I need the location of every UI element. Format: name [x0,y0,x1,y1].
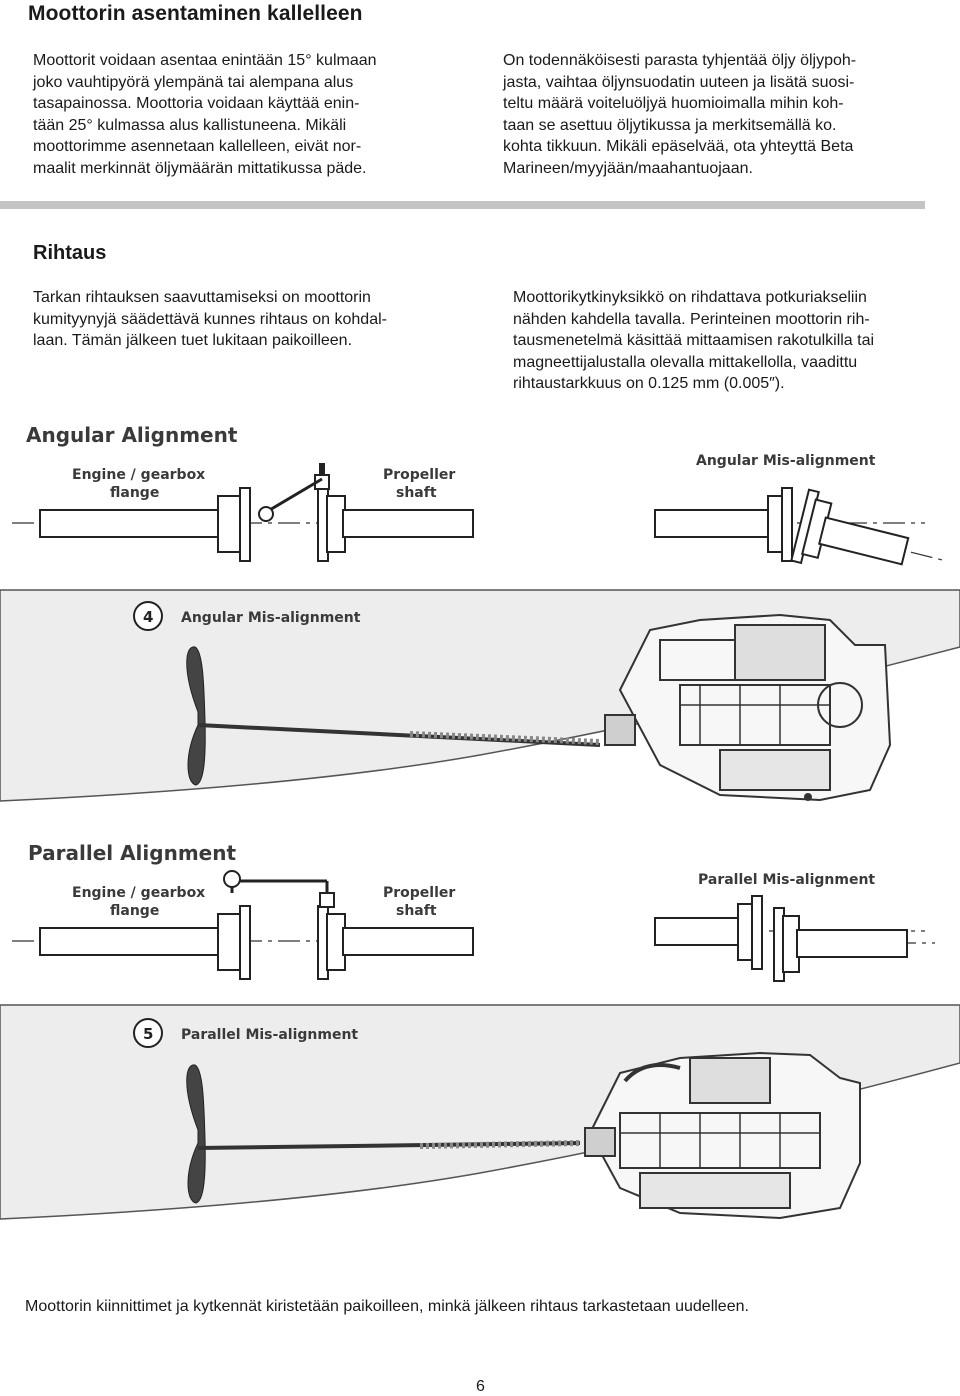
step-badge [133,1018,163,1048]
propeller-shaft-label-line2: shaft [396,903,437,919]
paragraph-oil-advice: On todennäköisesti parasta tyhjentää ölj… [503,50,856,180]
text-line: laan. Tämän jälkeen tuet lukitaan paikoi… [33,332,353,350]
text-line: rihtaustarkkuus on 0.125 mm (0.005″). [513,375,785,393]
step-badge-caption: Angular Mis-alignment [181,610,361,626]
step-badge-number: 5 [143,1025,153,1043]
text-line: teltu määrä voiteluöljyä huomioimalla mi… [503,95,844,113]
angular-alignment-figure: Angular Alignment Engine / gearbox flang… [0,423,960,802]
text-line: tasapainossa. Moottoria voidaan käyttää … [33,95,360,113]
text-line: Moottorit voidaan asentaa enintään 15° k… [33,52,377,69]
engine-flange-label-line2: flange [110,903,159,919]
paragraph-tilt-limits: Moottorit voidaan asentaa enintään 15° k… [33,50,377,180]
engine-flange-label-line1: Engine / gearbox [72,885,205,901]
propeller-shaft-assembly [186,646,601,786]
text-line: magneettijalustalla olevalla mittakellol… [513,353,858,371]
step-badge-caption: Parallel Mis-alignment [181,1027,358,1043]
figure-title: Parallel Alignment [28,841,236,865]
text-line: nähden kahdella tavalla. Perinteinen moo… [513,310,870,328]
paragraph-alignment-adjust: Tarkan rihtauksen saavuttamiseksi on moo… [33,287,387,352]
step-badge [133,601,163,631]
propeller-shaft-assembly [186,1064,581,1204]
section-divider [0,201,925,209]
propeller-shaft-label-line1: Propeller [383,885,455,901]
engine-illustration [604,613,892,802]
aligned-coupling-diagram [12,870,474,980]
text-line: kumityynyjä säädettävä kunnes rihtaus on… [33,310,387,328]
text-line: moottorimme asennetaan kallelleen, eivät… [33,138,362,156]
text-line: joko vauhtipyörä ylempänä tai alempana a… [33,73,354,91]
section-heading-alignment: Rihtaus [33,242,107,264]
engine-illustration [584,1051,861,1220]
aligned-coupling-diagram [12,463,474,562]
step-badge-number: 4 [143,608,153,626]
figure-title: Angular Alignment [26,423,238,447]
text-line: tään 25° kulmassa alus kallistuneena. Mi… [33,116,347,134]
paragraph-alignment-method: Moottorikytkinyksikkö on rihdattava potk… [513,287,874,395]
parallel-misalignment-diagram [654,895,935,982]
text-line: jasta, vaihtaa öljynsuodatin uuteen ja l… [503,73,855,91]
closing-instruction: Moottorin kiinnittimet ja kytkennät kiri… [25,1296,749,1318]
parallel-alignment-figure: Parallel Alignment Engine / gearbox flan… [0,841,960,1220]
text-line: Moottorikytkinyksikkö on rihdattava potk… [513,289,867,306]
engine-flange-label-line2: flange [110,485,159,501]
text-line: taan se asettuu öljytikussa ja merkitsem… [503,116,837,134]
text-line: Tarkan rihtauksen saavuttamiseksi on moo… [33,289,371,306]
text-line: Moottorin kiinnittimet ja kytkennät kiri… [25,1298,749,1315]
section-heading-tilted-install: Moottorin asentaminen kallelleen [28,2,363,25]
text-line: maalit merkinnät öljymäärän mittatikussa… [33,159,367,177]
text-line: tausmenetelmä käsittää mittaamisen rakot… [513,332,875,350]
propeller-shaft-label-line1: Propeller [383,467,455,483]
misalignment-title: Parallel Mis-alignment [698,872,875,888]
angular-misalignment-diagram [654,487,946,566]
misalignment-title: Angular Mis-alignment [696,453,876,469]
propeller-shaft-label-line2: shaft [396,485,437,501]
page-number: 6 [476,1378,485,1395]
engine-flange-label-line1: Engine / gearbox [72,467,205,483]
text-line: Marineen/myyjään/maahantuojaan. [503,159,753,177]
text-line: On todennäköisesti parasta tyhjentää ölj… [503,52,857,69]
text-line: kohta tikkuun. Mikäli epäselvää, ota yht… [503,138,854,156]
